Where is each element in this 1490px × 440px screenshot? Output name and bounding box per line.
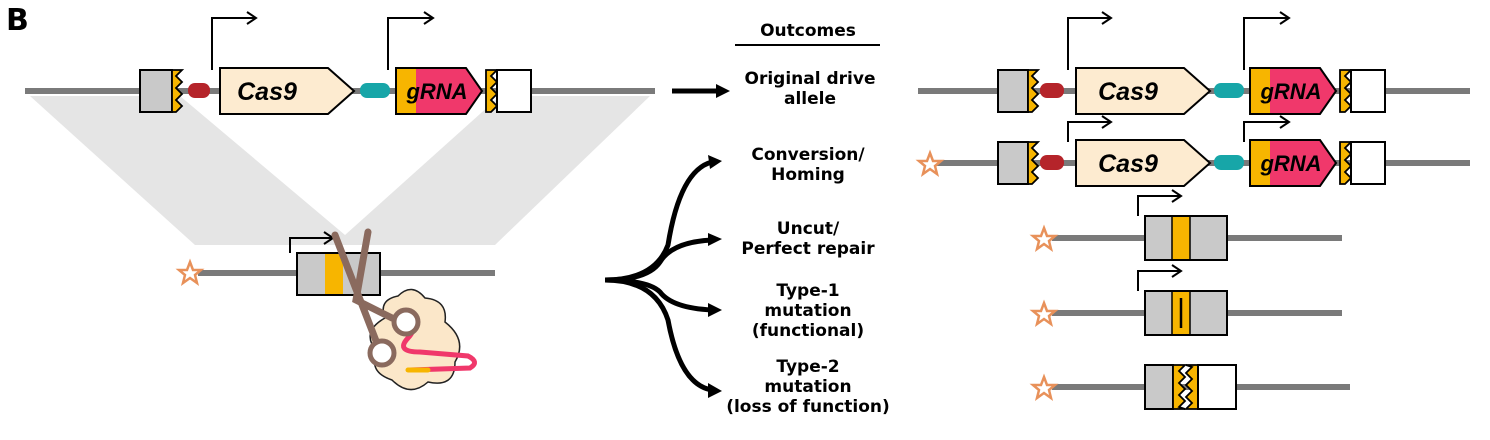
- outcome-arrows: [604, 84, 730, 398]
- grna-label: gRNA: [405, 79, 467, 104]
- promoter-teal: [360, 83, 390, 98]
- result-type2: [1029, 364, 1350, 410]
- branch-uncut: [604, 237, 713, 283]
- cas9-label: Cas9: [1098, 78, 1158, 106]
- outcome-type2: Type-2 mutation (loss of function): [726, 357, 890, 417]
- cas9-protein-scissors: [331, 228, 477, 391]
- scissors-icon: [331, 228, 396, 350]
- star-icon: [175, 258, 205, 286]
- panel-label: B: [6, 3, 29, 38]
- outcome-type1: Type-1 mutation (functional): [752, 281, 864, 341]
- star-icon: [1029, 224, 1059, 252]
- result-original-drive: Cas9 gRNA: [918, 11, 1470, 115]
- shade-cutout: [180, 96, 500, 235]
- arrow-head-original: [716, 84, 730, 98]
- outcome-uncut: Uncut/ Perfect repair: [741, 219, 875, 259]
- svg-text:mutation: mutation: [764, 377, 851, 397]
- outcome-original: Original drive allele: [745, 69, 876, 109]
- svg-text:Type-1: Type-1: [776, 281, 839, 301]
- svg-text:Perfect repair: Perfect repair: [741, 239, 875, 259]
- star-icon: [1029, 373, 1059, 401]
- cas9-gene: [219, 67, 356, 115]
- svg-text:Homing: Homing: [771, 165, 845, 185]
- svg-text:Conversion/: Conversion/: [751, 145, 865, 165]
- homology-arm-right: [496, 69, 532, 113]
- tss-arrow-cas9: [211, 17, 255, 70]
- svg-text:(loss of function): (loss of function): [726, 397, 890, 417]
- outcome-conversion: Conversion/ Homing: [751, 145, 865, 185]
- svg-text:(functional): (functional): [752, 321, 864, 341]
- left-drive-construct: Cas9 gRNA: [25, 11, 655, 245]
- tss-arrow-target: [289, 237, 332, 253]
- cas9-label: Cas9: [1098, 150, 1158, 178]
- svg-text:mutation: mutation: [764, 301, 851, 321]
- result-conversion: Cas9 gRNA: [915, 115, 1470, 187]
- branch-type2: [604, 277, 713, 393]
- star-icon: [1029, 299, 1059, 327]
- svg-text:Original drive: Original drive: [745, 69, 876, 89]
- homology-arm-left: [139, 69, 173, 113]
- svg-text:Uncut/: Uncut/: [777, 219, 840, 239]
- outcomes-header: Outcomes: [760, 21, 856, 41]
- grna-label: gRNA: [1259, 79, 1321, 104]
- svg-text:Type-2: Type-2: [776, 357, 839, 377]
- result-uncut: [1029, 189, 1342, 261]
- target-allele: [175, 231, 495, 296]
- star-icon: [915, 149, 945, 177]
- cut-site-left: [171, 69, 185, 113]
- grna-gene: [395, 67, 484, 115]
- tss-arrow-grna: [387, 17, 432, 70]
- svg-text:allele: allele: [784, 89, 836, 109]
- cas9-label: Cas9: [237, 78, 297, 106]
- result-type1: [1029, 264, 1342, 336]
- promoter-red: [188, 83, 210, 98]
- grna-label: gRNA: [1259, 151, 1321, 176]
